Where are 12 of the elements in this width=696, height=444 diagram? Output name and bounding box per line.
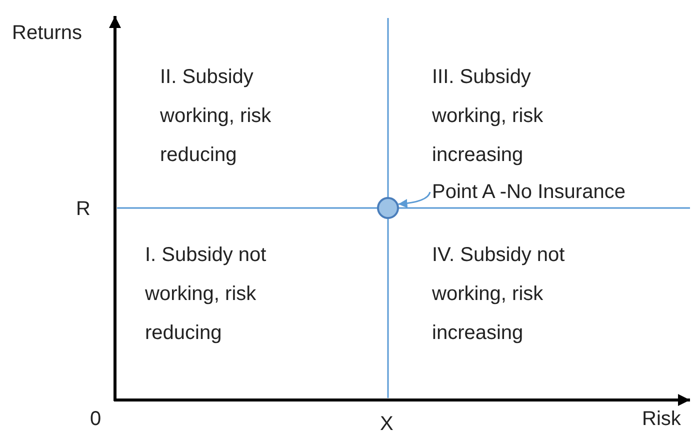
axis-tick-label: X: [380, 412, 394, 437]
quadrant-label: II. Subsidy working, risk reducing: [160, 65, 272, 168]
quadrant-label: IV. Subsidy not working, risk increasing: [432, 243, 566, 346]
axis-tick-label: 0: [90, 407, 102, 432]
point-marker: [377, 197, 399, 219]
leader-arrow: [398, 192, 431, 208]
callout-label: Point A -No Insurance: [432, 174, 626, 210]
axis-tick-label: R: [76, 197, 90, 222]
quadrant-label: I. Subsidy not working, risk reducing: [145, 243, 268, 346]
quadrant-label: III. Subsidy working, risk increasing: [432, 65, 544, 168]
axis-title: Returns: [12, 21, 82, 46]
axis-title: Risk: [642, 407, 681, 432]
